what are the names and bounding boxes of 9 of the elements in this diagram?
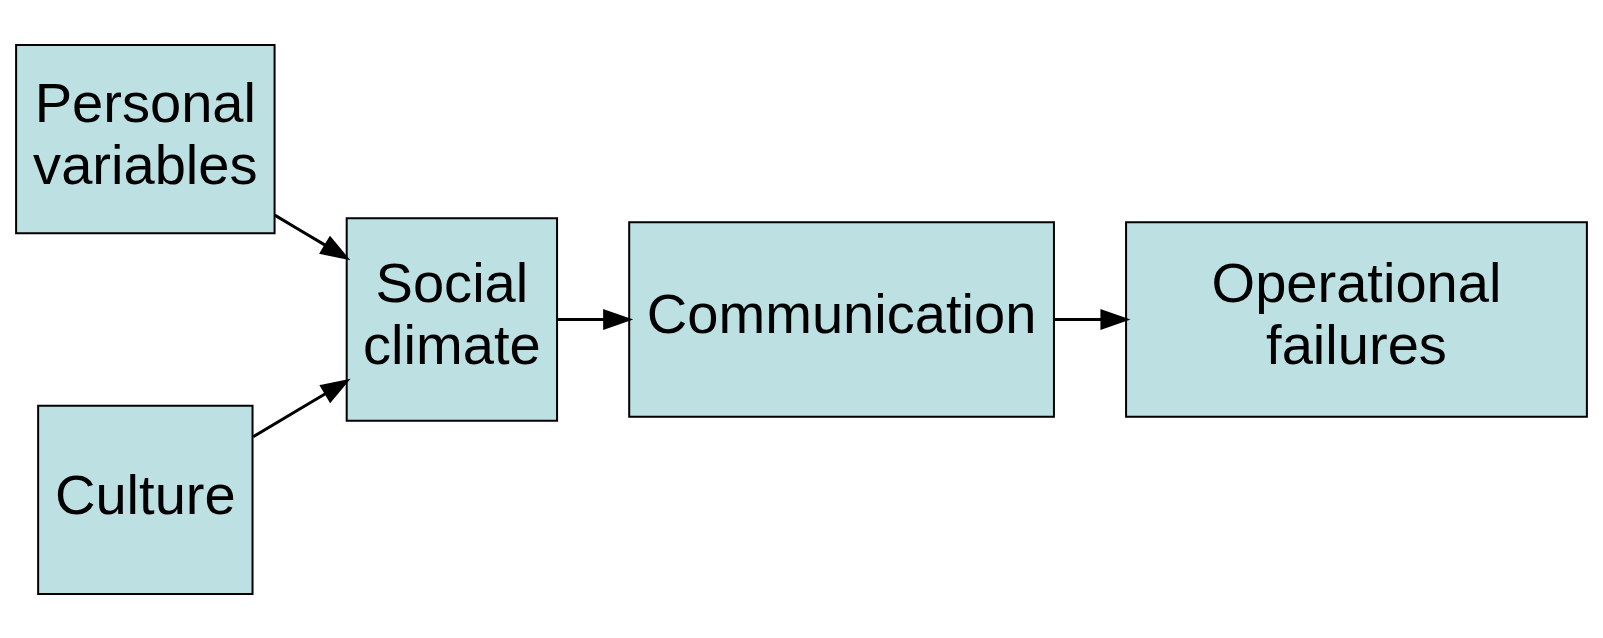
arrow (1054, 308, 1131, 330)
node-box: Social climate (345, 216, 559, 422)
arrow (557, 308, 634, 330)
node-box: Operational failures (1125, 220, 1588, 418)
arrow (252, 378, 351, 438)
node-box: Personal variables (15, 43, 276, 234)
node-box: Communication (628, 220, 1055, 418)
node-box: Culture (37, 404, 254, 595)
arrow (274, 213, 351, 260)
